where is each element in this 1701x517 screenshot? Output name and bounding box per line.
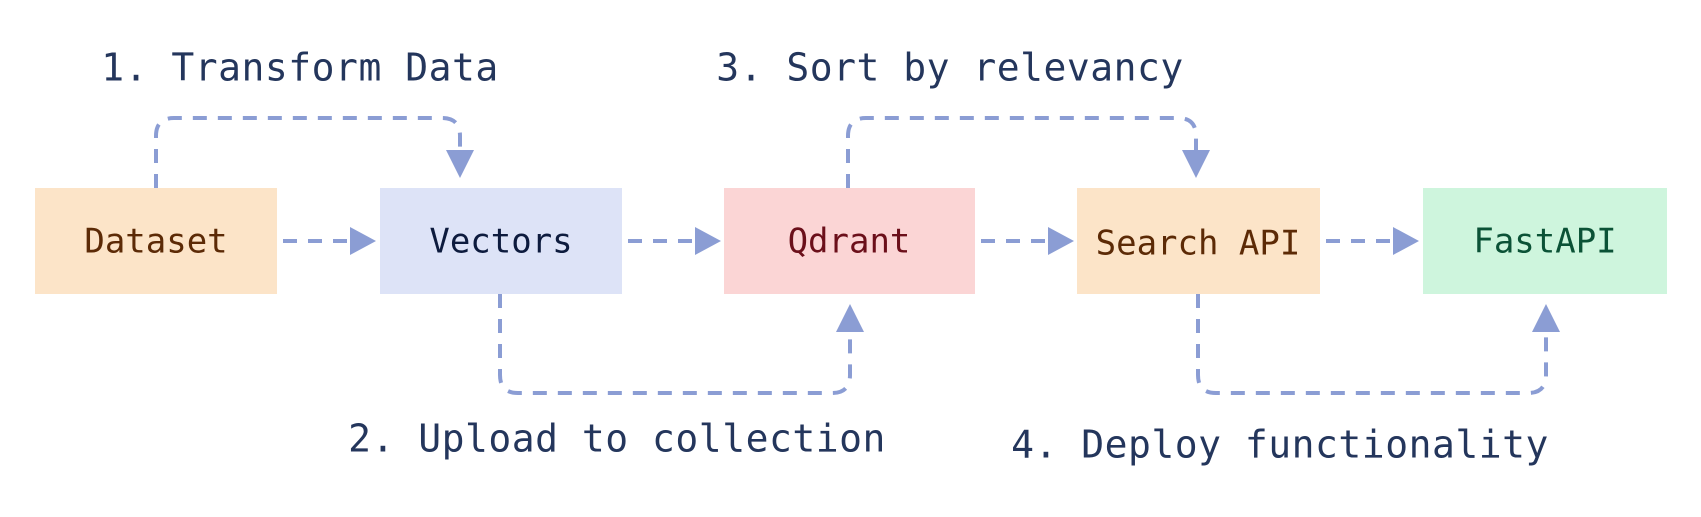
connector-step-1-path: [154, 116, 462, 188]
connector-step-4-path: [1196, 294, 1548, 395]
node-qdrant-rect[interactable]: [724, 188, 975, 294]
arrow-qdrant-search-api: [981, 227, 1074, 255]
step-label-3: 3. Sort by relevancy: [716, 46, 1184, 90]
node-dataset-label: Dataset: [84, 222, 227, 262]
arrow-search-api-fastapi: [1326, 227, 1419, 255]
arrow-vectors-qdrant-head: [695, 227, 721, 255]
arrow-dataset-vectors-head: [350, 227, 376, 255]
node-fastapi-label: FastAPI: [1473, 222, 1616, 262]
node-dataset-rect[interactable]: [35, 188, 277, 294]
node-dataset[interactable]: Dataset: [35, 188, 277, 294]
connector-step-4: [1196, 294, 1560, 395]
step-label-2: 2. Upload to collection: [348, 417, 886, 461]
node-fastapi[interactable]: FastAPI: [1423, 188, 1667, 294]
node-vectors[interactable]: Vectors: [380, 188, 622, 294]
connector-step-3-arrowhead: [1182, 150, 1210, 178]
connector-step-2-path: [498, 294, 852, 395]
connector-step-3: [846, 116, 1210, 188]
connector-step-1-arrowhead: [446, 150, 474, 178]
connector-step-4-arrowhead: [1532, 304, 1560, 332]
arrow-qdrant-search-api-head: [1048, 227, 1074, 255]
connector-step-3-path: [846, 116, 1198, 188]
node-fastapi-rect[interactable]: [1423, 188, 1667, 294]
arrow-search-api-fastapi-head: [1393, 227, 1419, 255]
arrow-dataset-vectors: [283, 227, 376, 255]
connector-step-1: [154, 116, 474, 188]
connector-step-2: [498, 294, 864, 395]
node-qdrant-label: Qdrant: [788, 222, 911, 262]
node-qdrant[interactable]: Qdrant: [724, 188, 975, 294]
arrow-vectors-qdrant: [628, 227, 721, 255]
step-label-1: 1. Transform Data: [101, 46, 498, 90]
node-search-api-rect[interactable]: [1077, 188, 1320, 294]
connector-step-2-arrowhead: [836, 304, 864, 332]
node-vectors-rect[interactable]: [380, 188, 622, 294]
node-vectors-label: Vectors: [429, 222, 572, 262]
step-label-4: 4. Deploy functionality: [1011, 423, 1549, 467]
node-search-api-label: Search API: [1096, 224, 1301, 264]
node-search-api[interactable]: Search API: [1077, 188, 1320, 294]
